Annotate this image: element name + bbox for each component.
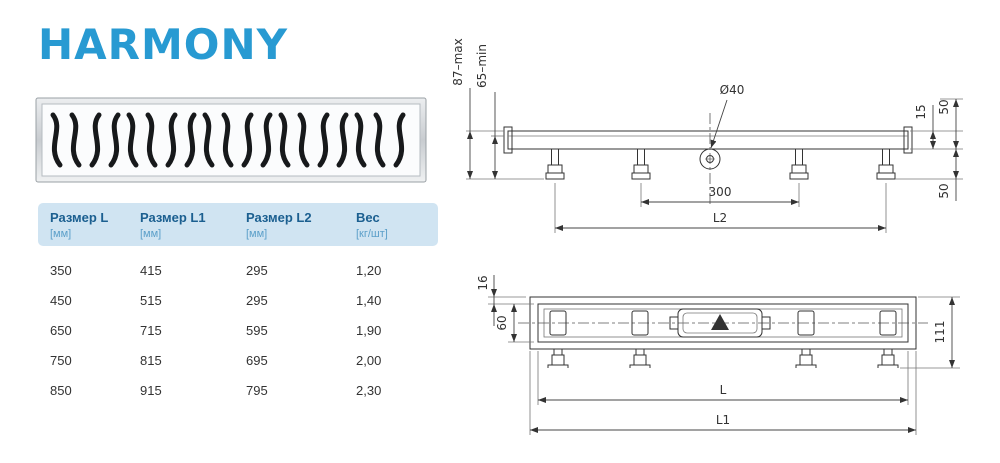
dim-flange: 16 xyxy=(476,275,534,326)
col-header-weight: Вес [кг/шт] xyxy=(356,210,438,240)
table-row: 450 515 295 1,40 xyxy=(38,286,438,316)
col-header-unit: [кг/шт] xyxy=(356,228,388,240)
cell: 695 xyxy=(246,352,268,368)
cell: 450 xyxy=(50,293,72,309)
dim-label-leg: 50 xyxy=(937,183,951,198)
col-header-unit: [мм] xyxy=(246,228,268,240)
dim-l1: L1 xyxy=(529,351,917,435)
spec-table-body: 350 415 295 1,20 450 515 295 1,40 650 71… xyxy=(38,256,438,405)
dim-l: L xyxy=(537,351,909,405)
cell: 295 xyxy=(246,293,268,309)
table-row: 350 415 295 1,20 xyxy=(38,256,438,286)
col-header-unit: [мм] xyxy=(140,228,162,240)
col-header-label: Размер L1 xyxy=(140,210,206,225)
cell: 815 xyxy=(140,352,162,368)
mounting-clips xyxy=(547,349,899,368)
cell: 295 xyxy=(246,263,268,279)
side-view-drawing: 87–max 65–min Ø40 15 50 50 xyxy=(451,38,963,233)
cell: 715 xyxy=(140,322,162,338)
cell: 2,00 xyxy=(356,352,382,368)
dim-leg-span: 300 xyxy=(640,183,800,207)
cell: 415 xyxy=(140,263,162,279)
flow-direction-triangle xyxy=(711,314,729,330)
spec-table-header: Размер L [мм] Размер L1 [мм] Размер L2 [… xyxy=(38,203,438,246)
grate-product-image xyxy=(35,97,427,183)
outlet-housing xyxy=(669,308,771,338)
dim-right-group: 15 50 50 xyxy=(895,98,963,201)
dim-l2: L2 xyxy=(554,183,887,233)
cell: 515 xyxy=(140,293,162,309)
col-header-size-l: Размер L [мм] xyxy=(50,210,140,240)
dim-outlet-diameter: Ø40 xyxy=(710,83,745,149)
dim-label-flange: 16 xyxy=(476,275,490,290)
cell: 915 xyxy=(140,382,162,398)
channel-legs xyxy=(545,148,896,180)
dim-height-max: 87–max xyxy=(451,38,544,180)
dim-label-l1: L1 xyxy=(716,413,730,427)
dim-label-top: 50 xyxy=(937,99,951,114)
dim-label-total-width: 111 xyxy=(933,321,947,344)
cell: 1,40 xyxy=(356,293,382,309)
table-row: 650 715 595 1,90 xyxy=(38,316,438,346)
cell: 795 xyxy=(246,382,268,398)
table-row: 850 915 795 2,30 xyxy=(38,375,438,405)
cell: 650 xyxy=(50,322,72,338)
cell: 850 xyxy=(50,382,72,398)
cell: 595 xyxy=(246,322,268,338)
dim-label-l2: L2 xyxy=(713,211,727,225)
dim-label-leg-span: 300 xyxy=(709,185,732,199)
col-header-label: Размер L xyxy=(50,210,109,225)
dim-label-edge: 15 xyxy=(914,104,928,119)
dim-height-min: 65–min xyxy=(475,44,504,179)
top-view-drawing: 16 60 111 L L1 xyxy=(476,275,960,435)
cell: 2,30 xyxy=(356,382,382,398)
col-header-size-l2: Размер L2 [мм] xyxy=(246,210,356,240)
dim-label-height-max: 87–max xyxy=(451,38,465,85)
cell: 350 xyxy=(50,263,72,279)
dim-label-height-min: 65–min xyxy=(475,44,489,88)
col-header-label: Вес xyxy=(356,210,380,225)
cell: 750 xyxy=(50,352,72,368)
col-header-size-l1: Размер L1 [мм] xyxy=(140,210,246,240)
fixation-seats xyxy=(549,310,897,336)
cell: 1,90 xyxy=(356,322,382,338)
spec-table: Размер L [мм] Размер L1 [мм] Размер L2 [… xyxy=(38,203,438,405)
cell: 1,20 xyxy=(356,263,382,279)
outlet xyxy=(699,113,721,205)
dim-label-l: L xyxy=(720,383,727,397)
dim-label-outlet: Ø40 xyxy=(720,83,745,97)
col-header-label: Размер L2 xyxy=(246,210,312,225)
product-title: HARMONY xyxy=(38,20,289,69)
table-row: 750 815 695 2,00 xyxy=(38,345,438,375)
dim-label-width: 60 xyxy=(495,315,509,330)
dim-width: 60 xyxy=(495,304,534,343)
col-header-unit: [мм] xyxy=(50,228,72,240)
dim-total-width: 111 xyxy=(900,296,960,369)
